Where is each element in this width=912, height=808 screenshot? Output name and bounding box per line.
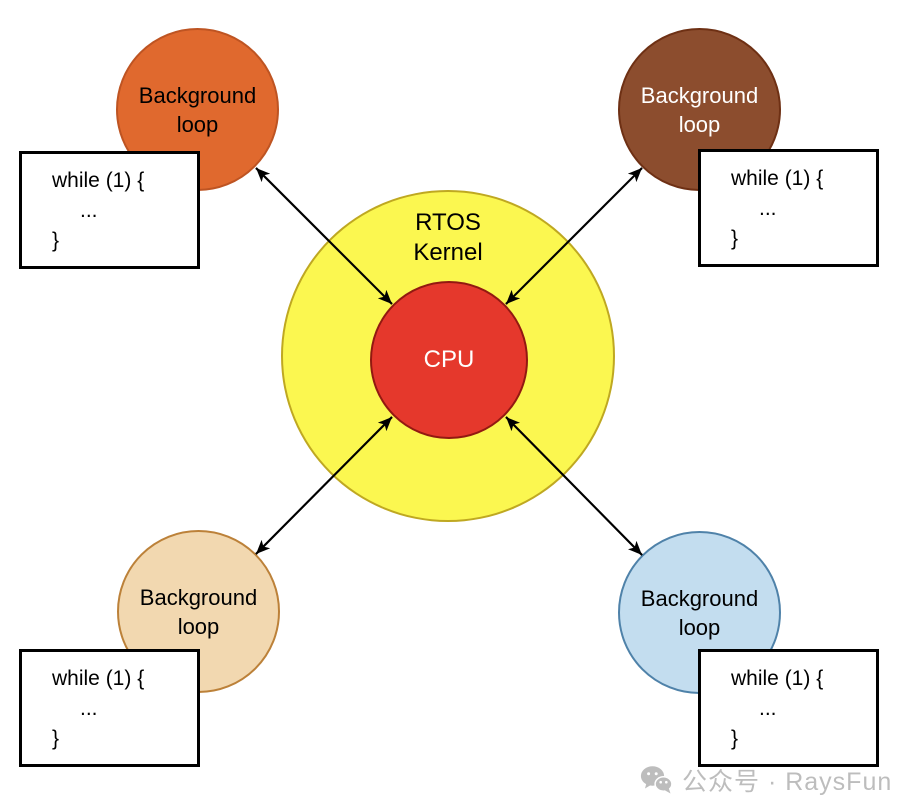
background-loop-label: Background loop bbox=[139, 81, 256, 139]
background-loop-label: Background loop bbox=[140, 583, 257, 641]
code-line: ... bbox=[80, 697, 98, 720]
code-line: while (1) { bbox=[731, 167, 824, 190]
code-line: } bbox=[52, 229, 60, 252]
code-line: ... bbox=[80, 199, 98, 222]
background-loop-label-line1: Background bbox=[138, 82, 257, 108]
background-loop-label-line1: Background bbox=[139, 584, 258, 610]
code-box-top-left: while (1) { ... } bbox=[19, 151, 200, 269]
background-loop-label-line2: loop bbox=[176, 111, 219, 137]
background-loop-label: Background loop bbox=[641, 584, 758, 642]
code-line: while (1) { bbox=[52, 169, 145, 192]
code-line: while (1) { bbox=[52, 667, 145, 690]
background-loop-label-line2: loop bbox=[177, 613, 220, 639]
background-loop-label-line2: loop bbox=[678, 111, 721, 137]
code-line: } bbox=[731, 227, 739, 250]
code-line: ... bbox=[759, 197, 777, 220]
watermark-text: 公众号 · RaysFun bbox=[682, 768, 893, 796]
code-box-bottom-left: while (1) { ... } bbox=[19, 649, 200, 767]
code-box-bottom-right: while (1) { ... } bbox=[698, 649, 879, 767]
rtos-kernel-label: RTOS Kernel bbox=[283, 208, 613, 268]
code-line: while (1) { bbox=[731, 667, 824, 690]
rtos-kernel-label-line1: RTOS bbox=[415, 209, 481, 236]
code-line: } bbox=[731, 727, 739, 750]
background-loop-label-line1: Background bbox=[640, 82, 759, 108]
cpu-circle: CPU bbox=[370, 281, 528, 439]
watermark: 公众号 · RaysFun bbox=[640, 762, 892, 798]
code-line: } bbox=[52, 727, 60, 750]
wechat-icon bbox=[640, 766, 673, 794]
background-loop-label-line1: Background bbox=[640, 585, 759, 611]
rtos-kernel-label-line2: Kernel bbox=[413, 239, 483, 266]
code-box-top-right: while (1) { ... } bbox=[698, 149, 879, 267]
cpu-label: CPU bbox=[423, 346, 475, 373]
code-line: ... bbox=[759, 697, 777, 720]
background-loop-label: Background loop bbox=[641, 81, 758, 139]
background-loop-label-line2: loop bbox=[678, 614, 721, 640]
